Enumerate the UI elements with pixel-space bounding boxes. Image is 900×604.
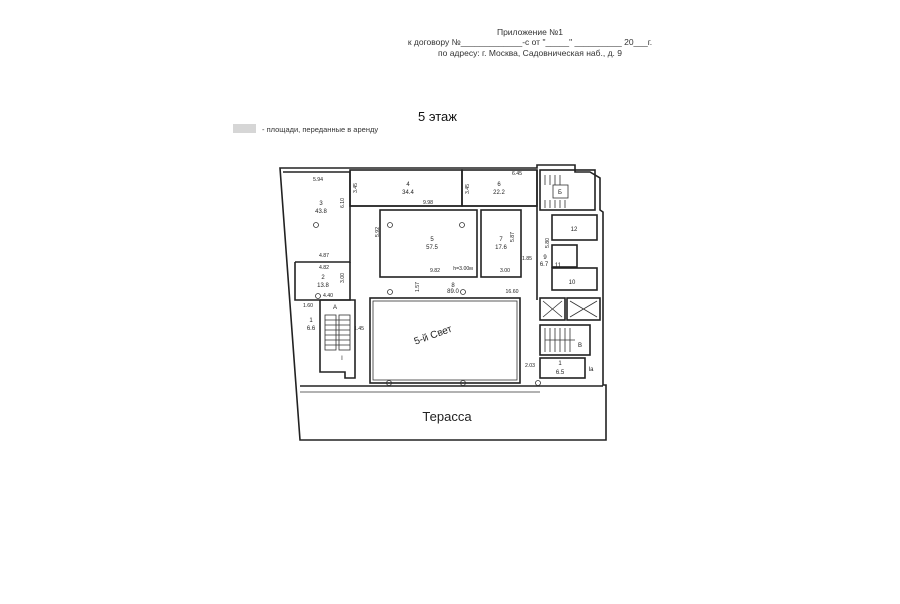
room-12-number: 12 xyxy=(571,227,578,233)
room-7-area: 17.6 xyxy=(495,245,507,251)
room-3-wall xyxy=(283,171,351,263)
dimension: 3.45 xyxy=(465,184,471,194)
dimension: 6.10 xyxy=(340,198,346,208)
dimension: 1.45 xyxy=(354,326,364,332)
stair-v-wall xyxy=(539,324,591,356)
room-4-area: 34.4 xyxy=(402,190,414,196)
room-4-number: 4 xyxy=(406,182,410,188)
dimension: 9.98 xyxy=(423,200,433,206)
room-6-wall xyxy=(461,169,538,207)
dimension: 9.82 xyxy=(430,268,440,274)
room-2-number: 2 xyxy=(321,275,325,281)
stair-b-wall xyxy=(539,169,596,211)
room-1b-number: 1 xyxy=(558,361,562,367)
ceiling-height: h=3.00м xyxy=(453,266,473,272)
dimension: 1.60 xyxy=(303,303,313,309)
stair-v-label: В xyxy=(578,343,582,349)
dimension: 4.87 xyxy=(319,253,329,259)
dimension: 16.60 xyxy=(506,289,519,295)
room-7-wall xyxy=(480,209,522,278)
room-1b-wall xyxy=(539,357,586,379)
stair-v-steps xyxy=(544,328,575,352)
room-7-number: 7 xyxy=(499,237,503,243)
room-8-number: 8 xyxy=(451,283,455,289)
outer-wall xyxy=(279,164,607,441)
stair-a-label: А xyxy=(333,305,337,311)
dimension: 6.45 xyxy=(512,171,522,177)
stair-b-label: Б xyxy=(558,190,562,196)
dimension: 3.00 xyxy=(500,268,510,274)
contract-line: к договору №_____________-с от "_____" _… xyxy=(407,37,653,47)
dimension: 4.40 xyxy=(323,293,333,299)
room-11-number: 11 xyxy=(555,263,562,269)
room-8-area: 89.0 xyxy=(447,289,459,295)
columns xyxy=(313,222,541,386)
room-1a-area: 6.6 xyxy=(307,326,316,332)
appendix-title: Приложение №1 xyxy=(496,27,564,37)
room-2-area: 13.8 xyxy=(317,283,329,289)
room-5-area: 57.5 xyxy=(426,245,438,251)
dimension: 1.85 xyxy=(522,256,532,262)
room-1a-number: 1 xyxy=(309,318,313,324)
terrace-label: Терасса xyxy=(422,409,472,424)
room-10-wall xyxy=(551,267,598,291)
stair-i-label: I xyxy=(341,356,343,362)
room-3-area: 43.8 xyxy=(315,209,327,215)
elevator-2 xyxy=(566,297,601,321)
dimension: 1.57 xyxy=(415,282,421,292)
address-line: по адресу: г. Москва, Садовническая наб.… xyxy=(438,48,622,58)
room-9-number: 9 xyxy=(543,255,547,261)
dimension: 2.03 xyxy=(525,363,535,369)
floor-title: 5 этаж xyxy=(418,109,457,124)
room-6-area: 22.2 xyxy=(493,190,505,196)
room-9-area: 6.7 xyxy=(540,262,549,268)
room-1b-area: 6.5 xyxy=(556,370,565,376)
stair-a-wall xyxy=(319,299,356,379)
dimension: 4.82 xyxy=(319,265,329,271)
legend-text: - площади, переданные в аренду xyxy=(262,125,379,134)
room-3-number: 3 xyxy=(319,201,323,207)
dimension: 5.80 xyxy=(545,238,551,248)
room-11-wall xyxy=(551,244,578,268)
dimension: 3.00 xyxy=(340,273,346,283)
room-6-number: 6 xyxy=(497,182,501,188)
elevator-1 xyxy=(539,297,566,321)
room-5-number: 5 xyxy=(430,237,434,243)
dimension: 5.92 xyxy=(375,227,381,237)
atrium-inner xyxy=(372,300,518,381)
legend-swatch xyxy=(233,124,256,133)
dimension: 5.94 xyxy=(313,177,323,183)
atrium-label: 5-й Свет xyxy=(413,324,454,348)
room-5-wall xyxy=(379,209,478,278)
stair-ia-label: Iа xyxy=(588,367,594,373)
room-4-wall xyxy=(349,169,463,207)
elevator-cross xyxy=(542,300,598,318)
atrium-outer xyxy=(369,297,521,384)
room-12-wall xyxy=(551,214,598,241)
room-10-number: 10 xyxy=(569,280,576,286)
stair-a-steps xyxy=(324,314,351,351)
dimension: 3.45 xyxy=(353,183,359,193)
stair-b-steps xyxy=(544,175,569,208)
dimension: 5.87 xyxy=(510,232,516,242)
